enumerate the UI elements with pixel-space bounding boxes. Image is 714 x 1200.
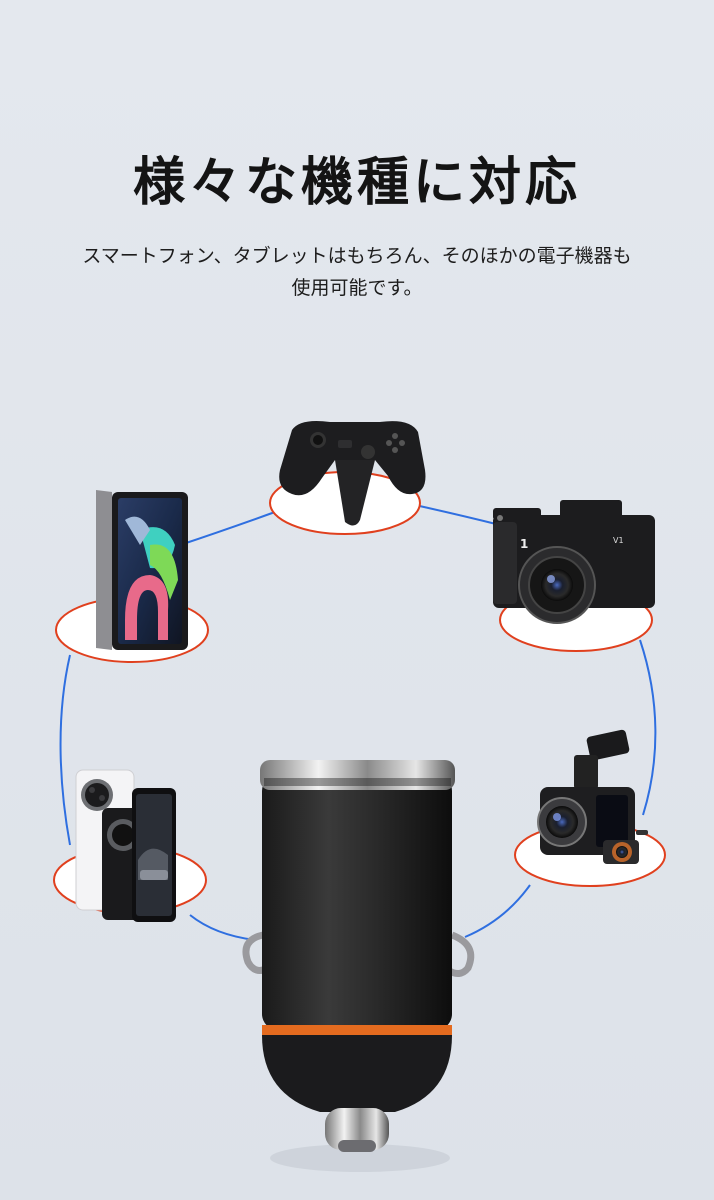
game-controller-icon (279, 421, 426, 526)
car-charger-icon (242, 760, 475, 1172)
mirrorless-camera-icon: 1 V1 (493, 500, 655, 624)
camera-model: V1 (613, 536, 624, 545)
tablet-icon (96, 490, 188, 650)
subtitle-line-1: スマートフォン、タブレットはもちろん、そのほかの電子機器も (82, 245, 632, 267)
dash-camera-icon (537, 729, 648, 864)
page-title: 様々な機種に対応 (132, 153, 581, 213)
camera-badge: 1 (520, 537, 528, 551)
subtitle-line-2: 使用可能です。 (291, 277, 423, 299)
page-subtitle: スマートフォン、タブレットはもちろん、そのほかの電子機器も 使用可能です。 (20, 240, 694, 304)
smartphone-icon (75, 769, 176, 922)
